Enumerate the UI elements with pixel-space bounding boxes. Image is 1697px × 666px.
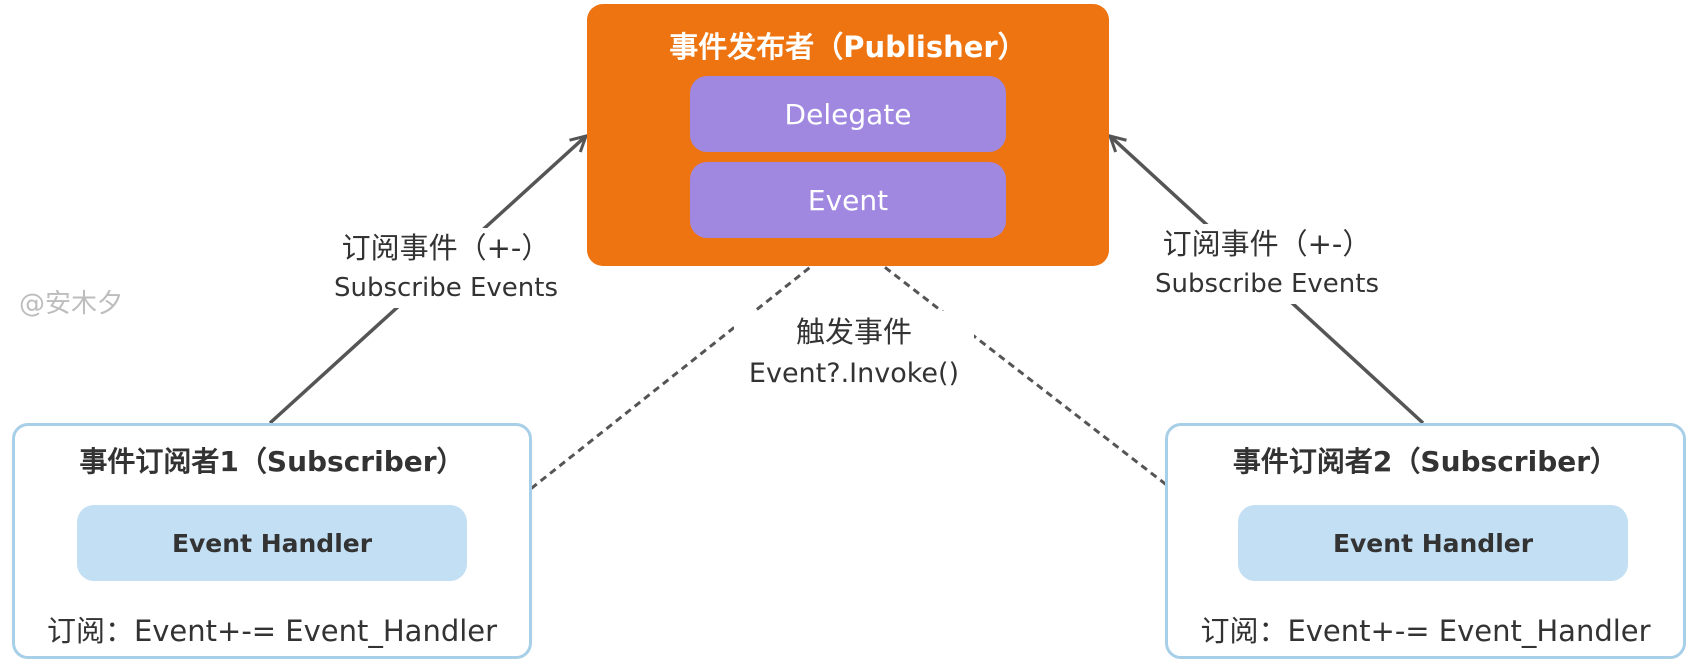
- subscribe-label-left: 订阅事件（+-） Subscribe Events: [326, 228, 566, 308]
- subscribe-label-right-en: Subscribe Events: [1154, 269, 1380, 299]
- subscriber-2-title: 事件订阅者2（Subscriber）: [1232, 445, 1619, 478]
- event-pill: Event: [690, 162, 1006, 238]
- subscriber-2-subscribe-code: 订阅：Event+-= Event_Handler: [1200, 614, 1651, 648]
- subscribe-label-right-zh: 订阅事件（+-）: [1162, 227, 1372, 261]
- publisher-title: 事件发布者（Publisher）: [669, 30, 1027, 64]
- subscriber-1-event-handler: Event Handler: [77, 505, 467, 581]
- subscriber-2-event-handler: Event Handler: [1238, 505, 1628, 581]
- subscribe-label-left-en: Subscribe Events: [333, 273, 559, 303]
- trigger-label: 触发事件 Event?.Invoke(): [734, 311, 974, 395]
- publisher-box: 事件发布者（Publisher） Delegate Event: [587, 4, 1109, 266]
- trigger-label-zh: 触发事件: [795, 315, 912, 349]
- trigger-arrow-left: [467, 236, 848, 539]
- watermark: @安木夕: [19, 289, 124, 319]
- subscribe-label-left-zh: 订阅事件（+-）: [341, 231, 551, 265]
- trigger-arrow-right: [846, 236, 1237, 539]
- subscriber-2-box: 事件订阅者2（Subscriber） Event Handler 订阅：Even…: [1165, 423, 1686, 659]
- subscriber-1-box: 事件订阅者1（Subscriber） Event Handler 订阅：Even…: [12, 423, 532, 659]
- trigger-label-en: Event?.Invoke(): [748, 358, 960, 389]
- subscribe-label-right: 订阅事件（+-） Subscribe Events: [1147, 224, 1387, 304]
- subscriber-1-subscribe-code: 订阅：Event+-= Event_Handler: [46, 614, 498, 648]
- subscriber-1-title: 事件订阅者1（Subscriber）: [79, 445, 465, 478]
- delegate-pill: Delegate: [690, 76, 1006, 152]
